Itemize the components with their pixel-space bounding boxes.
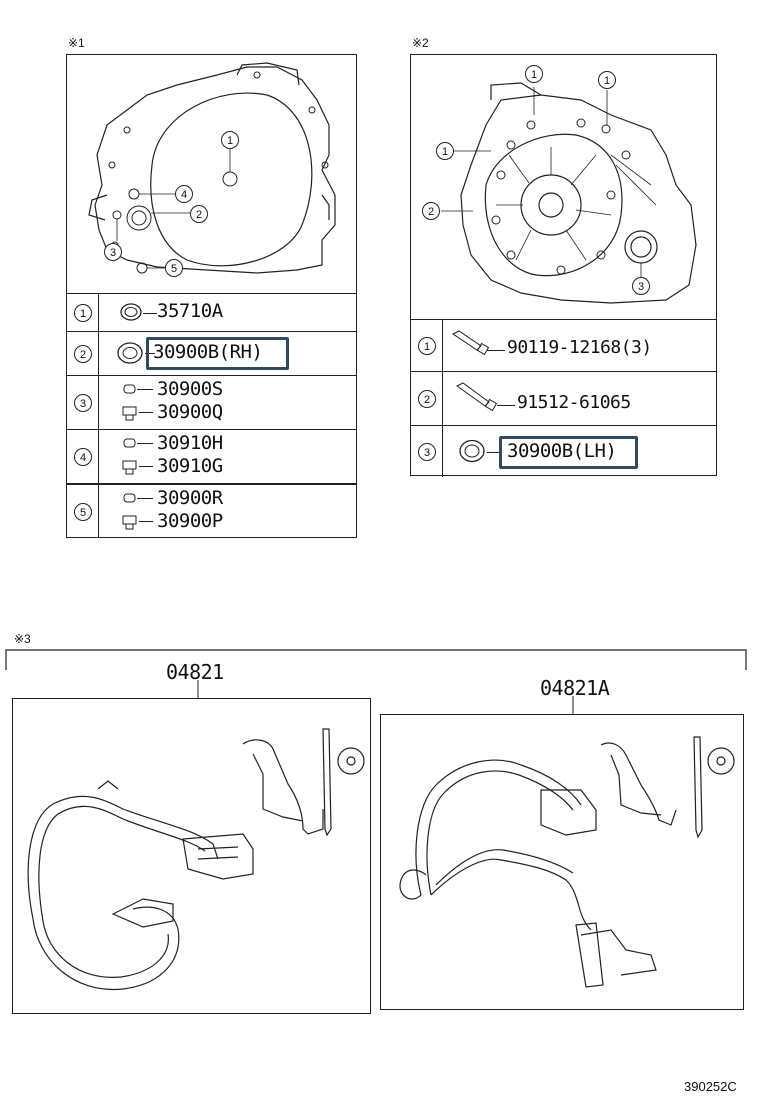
plug-icon — [123, 438, 136, 448]
row-number: 3 — [418, 443, 436, 461]
parts-row-3: 3 30900B(LH) — [411, 425, 716, 477]
part-number: 30900S — [157, 378, 223, 400]
row-number: 3 — [74, 394, 92, 412]
part-number: 91512-61065 — [517, 392, 631, 413]
plug-icon — [123, 493, 136, 503]
part-number: 35710A — [157, 300, 223, 322]
plug-icon — [123, 384, 136, 394]
kit-number: 04821A — [540, 676, 610, 700]
callout-3: 3 — [104, 243, 122, 261]
oil-seal-icon — [117, 342, 143, 364]
part-number-highlighted: 30900B(RH) — [153, 341, 263, 363]
callout-2: 2 — [190, 205, 208, 223]
panel1-frame: 1 4 2 3 5 1 35710A 2 30900B(RH) 3 30900S… — [66, 54, 357, 538]
row-number: 4 — [74, 448, 92, 466]
callout-1: 1 — [525, 65, 543, 83]
bolt-icon — [452, 330, 490, 356]
kit-number: 04821 — [166, 660, 224, 684]
callout-1: 1 — [221, 131, 239, 149]
callout-4: 4 — [175, 185, 193, 203]
stud-bolt-icon — [456, 382, 498, 412]
parts-row-2: 2 91512-61065 — [411, 371, 716, 425]
parts-row-5: 5 30900R 30900P — [67, 483, 356, 537]
callout-1: 1 — [598, 71, 616, 89]
callout-2: 2 — [422, 202, 440, 220]
oil-seal-icon — [459, 439, 485, 463]
part-number-highlighted: 30900B(LH) — [507, 440, 617, 462]
transaxle-case-illustration-lh — [441, 82, 697, 304]
parts-row-3: 3 30900S 30900Q — [67, 375, 356, 429]
panel3-mark: ※3 — [14, 632, 31, 646]
callout-1: 1 — [436, 142, 454, 160]
part-number: 30900Q — [157, 401, 223, 423]
panel2-mark: ※2 — [412, 36, 429, 50]
parts-row-1: 1 90119-12168(3) — [411, 319, 716, 371]
wire-harness-kit-1 — [12, 698, 371, 1014]
part-number: 90119-12168(3) — [507, 337, 652, 358]
row-number: 1 — [418, 337, 436, 355]
wire-harness-illustration — [27, 728, 365, 991]
wire-harness-illustration — [399, 736, 735, 988]
callout-5: 5 — [165, 259, 183, 277]
diagram-code: 390252C — [684, 1079, 737, 1094]
plug-bolt-icon — [122, 515, 137, 530]
panel3-bracket — [5, 649, 747, 714]
oil-seal-icon — [120, 303, 142, 321]
highlight-box — [146, 337, 289, 370]
plug-bolt-icon — [122, 460, 137, 475]
row-number: 1 — [74, 304, 92, 322]
part-number: 30910H — [157, 432, 223, 454]
row-number: 2 — [74, 345, 92, 363]
row-number: 5 — [74, 503, 92, 521]
parts-row-2: 2 30900B(RH) — [67, 331, 356, 375]
wire-harness-kit-2 — [380, 714, 744, 1010]
row-number: 2 — [418, 390, 436, 408]
plug-bolt-icon — [122, 406, 137, 421]
panel2-frame: 1 1 1 2 3 1 90119-12168(3) 2 91512-61065… — [410, 54, 717, 477]
part-number: 30910G — [157, 455, 223, 477]
part-number: 30900R — [157, 487, 223, 509]
part-number: 30900P — [157, 510, 223, 532]
parts-row-4: 4 30910H 30910G — [67, 429, 356, 483]
parts-row-1: 1 35710A — [67, 293, 356, 331]
highlight-box — [499, 436, 638, 469]
callout-3: 3 — [632, 277, 650, 295]
panel1-mark: ※1 — [68, 36, 85, 50]
